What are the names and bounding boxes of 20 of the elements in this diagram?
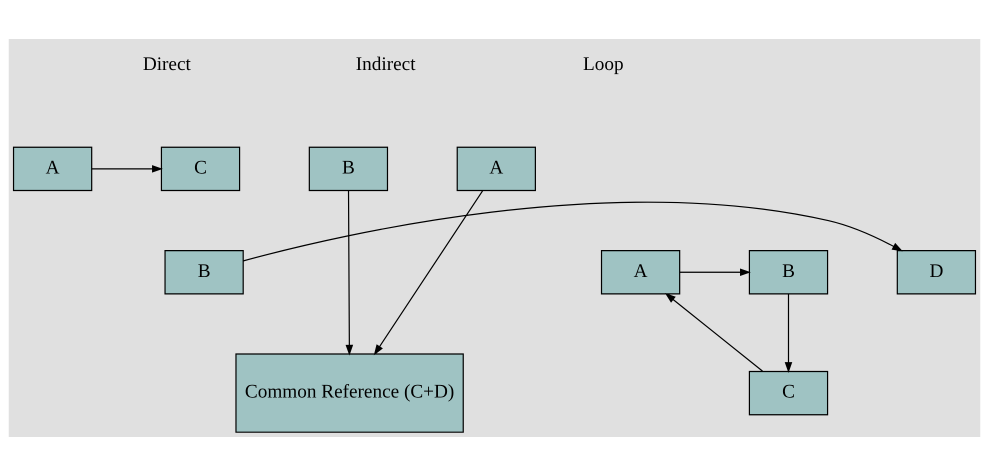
node-box: A (12, 146, 92, 191)
label: Direct (142, 54, 191, 75)
node-box: B (308, 146, 388, 191)
label: Loop (583, 54, 624, 75)
node-box: C (160, 146, 240, 191)
arrow (346, 190, 354, 356)
node-box: A (600, 250, 680, 294)
arrow (784, 294, 792, 372)
node-box: C (748, 370, 828, 415)
arrow (374, 190, 484, 355)
label: Indirect (356, 54, 416, 75)
arrow (243, 201, 903, 261)
node-box: D (896, 250, 976, 294)
arrow (664, 292, 763, 372)
node-box: Common Reference (C+D) (235, 352, 464, 432)
node-box: A (456, 146, 536, 191)
node-box: B (748, 250, 828, 294)
arrow (680, 268, 751, 276)
node-box: B (164, 250, 244, 294)
arrow (92, 164, 163, 172)
